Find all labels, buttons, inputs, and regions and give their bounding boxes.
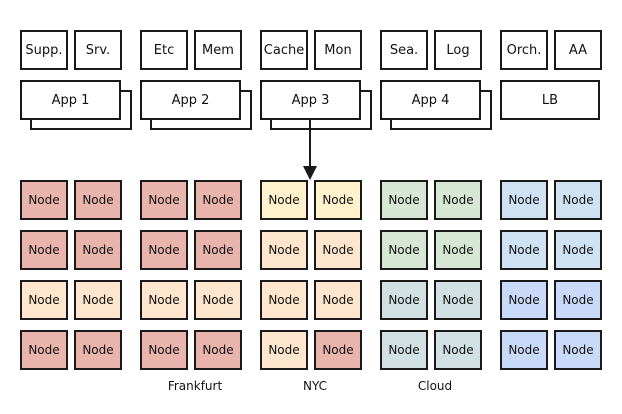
app-box: App 2	[140, 80, 241, 120]
node-box: Node	[20, 280, 68, 320]
node-box: Node	[260, 280, 308, 320]
node-box: Node	[380, 280, 428, 320]
node-box: Node	[314, 230, 362, 270]
service-box: Mem	[194, 30, 242, 70]
app-box: App 4	[380, 80, 481, 120]
node-box: Node	[140, 280, 188, 320]
node-box: Node	[194, 230, 242, 270]
node-box: Node	[260, 230, 308, 270]
service-box: Mon	[314, 30, 362, 70]
node-box: Node	[554, 230, 602, 270]
node-box: Node	[434, 230, 482, 270]
service-box: Cache	[260, 30, 308, 70]
node-box: Node	[140, 330, 188, 370]
node-box: Node	[434, 330, 482, 370]
arrow-head	[303, 166, 317, 180]
node-box: Node	[314, 330, 362, 370]
node-box: Node	[380, 330, 428, 370]
region-label: NYC	[302, 379, 328, 393]
node-box: Node	[20, 230, 68, 270]
node-box: Node	[380, 180, 428, 220]
node-box: Node	[74, 280, 122, 320]
region-label: Cloud	[417, 379, 453, 393]
node-box: Node	[434, 180, 482, 220]
app-box: App 3	[260, 80, 361, 120]
node-box: Node	[20, 180, 68, 220]
node-box: Node	[554, 180, 602, 220]
node-box: Node	[140, 230, 188, 270]
node-box: Node	[500, 180, 548, 220]
app-box: App 1	[20, 80, 121, 120]
service-box: Srv.	[74, 30, 122, 70]
service-box: Orch.	[500, 30, 548, 70]
node-box: Node	[194, 280, 242, 320]
node-box: Node	[500, 330, 548, 370]
node-box: Node	[500, 230, 548, 270]
service-box: AA	[554, 30, 602, 70]
service-box: Log	[434, 30, 482, 70]
region-label: Frankfurt	[167, 379, 223, 393]
node-box: Node	[314, 280, 362, 320]
node-box: Node	[500, 280, 548, 320]
node-box: Node	[260, 180, 308, 220]
node-box: Node	[194, 180, 242, 220]
node-box: Node	[260, 330, 308, 370]
node-box: Node	[380, 230, 428, 270]
node-box: Node	[140, 180, 188, 220]
node-box: Node	[194, 330, 242, 370]
node-box: Node	[554, 330, 602, 370]
node-box: Node	[314, 180, 362, 220]
node-box: Node	[74, 230, 122, 270]
node-box: Node	[434, 280, 482, 320]
service-box: Supp.	[20, 30, 68, 70]
app-box: LB	[500, 80, 600, 120]
service-box: Sea.	[380, 30, 428, 70]
node-box: Node	[554, 280, 602, 320]
node-box: Node	[20, 330, 68, 370]
node-box: Node	[74, 330, 122, 370]
node-box: Node	[74, 180, 122, 220]
service-box: Etc	[140, 30, 188, 70]
